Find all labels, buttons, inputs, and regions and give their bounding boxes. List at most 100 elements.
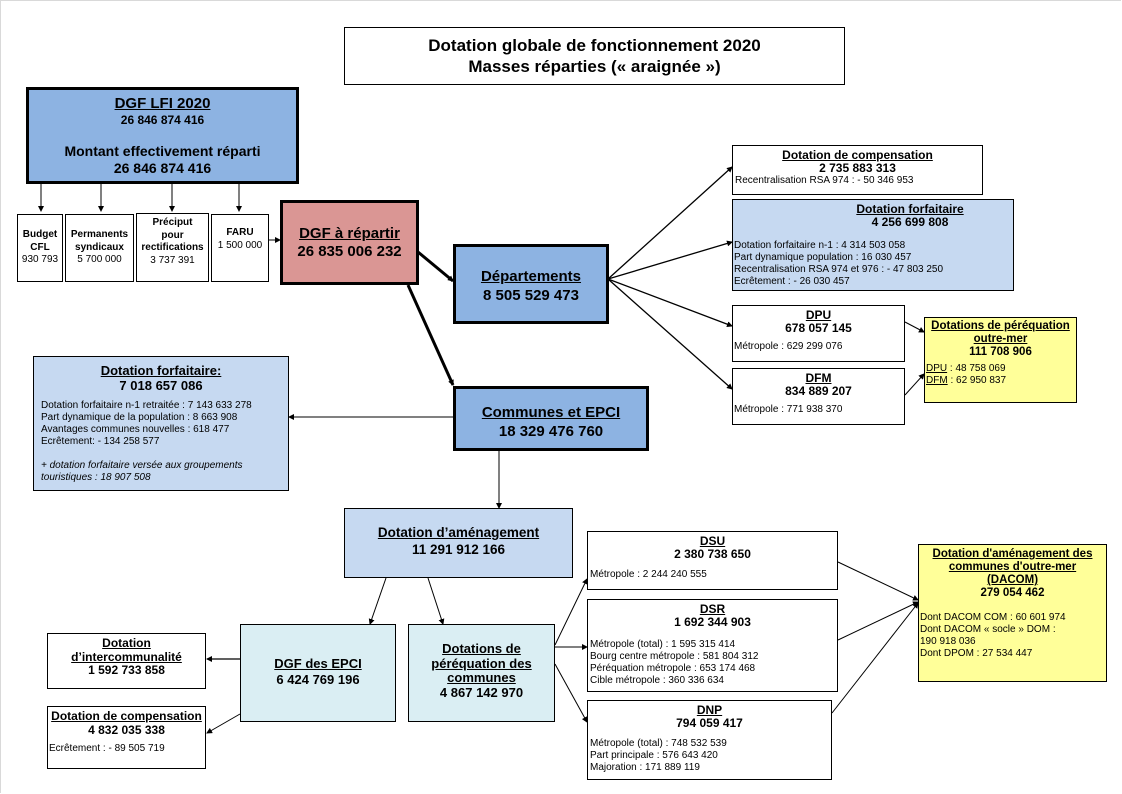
dacom-box: Dotation d'aménagement des communes d'ou… <box>918 544 1107 682</box>
title-box: Dotation globale de fonctionnement 2020 … <box>344 27 845 85</box>
arrow-dpu-outremer <box>904 321 925 333</box>
outremer-dpu-value: : 48 758 069 <box>947 363 1006 374</box>
arrow-amenagement-epci <box>368 577 387 625</box>
arrow-amenagement-perequation <box>427 577 445 625</box>
deduction-label: CFL <box>30 241 50 253</box>
outremer-amount: 111 708 906 <box>969 346 1032 358</box>
intercommunalite-heading-line1: Dotation <box>102 636 151 650</box>
dep-compensation-box: Dotation de compensation 2 735 883 313 R… <box>732 145 983 195</box>
dsu-box: DSU 2 380 738 650 Métropole : 2 244 240 … <box>587 531 838 590</box>
deduction-amount: 5 700 000 <box>77 254 122 265</box>
dpu-detail: Métropole : 629 299 076 <box>734 341 843 352</box>
deduction-amount: 1 500 000 <box>217 239 263 251</box>
arrow-dep-compensation <box>607 166 733 280</box>
com-forfaitaire-detail: Dotation forfaitaire n-1 retraitée : 7 1… <box>41 400 252 411</box>
outremer-dfm-label: DFM <box>926 375 948 386</box>
intercommunalite-amount: 1 592 733 858 <box>88 663 165 677</box>
deduction-label: syndicaux <box>75 241 124 253</box>
dep-forfaitaire-detail: Dotation forfaitaire n-1 : 4 314 503 058 <box>734 240 906 251</box>
intercommunalite-box: Dotation d’intercommunalité 1 592 733 85… <box>47 633 206 689</box>
com-forfaitaire-box: Dotation forfaitaire: 7 018 657 086 Dota… <box>33 356 289 491</box>
perequation-communes-box: Dotations de péréquation des communes 4 … <box>408 624 555 722</box>
dpu-box: DPU 678 057 145 Métropole : 629 299 076 <box>732 305 905 362</box>
dpu-amount: 678 057 145 <box>785 321 852 335</box>
com-forfaitaire-detail: Part dynamique de la population : 8 663 … <box>41 412 238 423</box>
deduction-label: Préciput <box>152 217 193 228</box>
arrow-perequation-dnp <box>554 663 588 723</box>
arrow-dsr-dacom <box>837 601 919 641</box>
dgf-epci-box: DGF des EPCI 6 424 769 196 <box>240 624 396 722</box>
epci-compensation-amount: 4 832 035 338 <box>88 723 165 737</box>
dacom-detail: Dont DACOM « socle » DOM : <box>920 624 1056 635</box>
dnp-heading: DNP <box>696 703 723 717</box>
dacom-detail: Dont DPOM : 27 534 447 <box>920 648 1033 659</box>
dgf-a-repartir-box: DGF à répartir 26 835 006 232 <box>280 200 419 285</box>
outremer-heading-line1: Dotations de péréquation <box>931 320 1070 332</box>
dgf-lfi-amount: 26 846 874 416 <box>120 113 205 127</box>
departements-heading: Départements <box>480 268 582 285</box>
dep-forfaitaire-detail: Recentralisation RSA 974 et 976 : - 47 8… <box>734 264 944 275</box>
deduction-budget-cfl: Budget CFL 930 793 <box>17 214 63 282</box>
com-forfaitaire-detail: Avantages communes nouvelles : 618 477 <box>41 424 230 435</box>
arrow-dfm-outremer <box>904 373 925 396</box>
dpu-heading: DPU <box>805 308 832 322</box>
arrow-dep-dpu <box>607 278 733 328</box>
dgf-lfi-box: DGF LFI 2020 26 846 874 416 Montant effe… <box>26 87 299 184</box>
dsr-detail: Bourg centre métropole : 581 804 312 <box>590 651 759 662</box>
amenagement-box: Dotation d’aménagement 11 291 912 166 <box>344 508 573 578</box>
deduction-label: rectifications <box>141 242 204 253</box>
departements-box: Départements 8 505 529 473 <box>453 244 609 324</box>
dnp-detail: Majoration : 171 889 119 <box>590 762 700 773</box>
perequation-outremer-box: Dotations de péréquation outre-mer 111 7… <box>924 317 1077 403</box>
dgf-a-repartir-heading: DGF à répartir <box>299 225 400 242</box>
title-line1: Dotation globale de fonctionnement 2020 <box>428 36 761 55</box>
dfm-box: DFM 834 889 207 Métropole : 771 938 370 <box>732 368 905 425</box>
epci-compensation-box: Dotation de compensation 4 832 035 338 E… <box>47 706 206 769</box>
arrow-dgf-communes <box>406 284 455 386</box>
dnp-amount: 794 059 417 <box>676 716 743 730</box>
dsr-amount: 1 692 344 903 <box>674 615 751 629</box>
com-forfaitaire-detail: Ecrêtement: - 134 258 577 <box>41 436 160 447</box>
dep-compensation-amount: 2 735 883 313 <box>819 161 896 175</box>
dacom-heading-line3: (DACOM) <box>986 574 1039 586</box>
dacom-detail: Dont DACOM COM : 60 601 974 <box>920 612 1066 623</box>
outremer-dpu-label: DPU <box>926 363 948 374</box>
dgf-a-repartir-amount: 26 835 006 232 <box>297 243 402 260</box>
dsr-detail: Cible métropole : 360 336 634 <box>590 675 724 686</box>
departements-amount: 8 505 529 473 <box>483 287 579 304</box>
dfm-detail: Métropole : 771 938 370 <box>734 404 843 415</box>
dsr-heading: DSR <box>699 602 726 616</box>
dep-forfaitaire-heading: Dotation forfaitaire <box>856 202 964 216</box>
outremer-dfm-line: DFM : 62 950 837 <box>926 375 1076 387</box>
com-forfaitaire-heading: Dotation forfaitaire: <box>100 363 222 378</box>
deduction-label: Permanents <box>70 229 129 240</box>
arrow-dep-forfaitaire <box>607 240 733 280</box>
dgf-lfi-heading: DGF LFI 2020 <box>114 95 211 112</box>
dnp-detail: Part principale : 576 643 420 <box>590 750 718 761</box>
arrow-dgf-departements <box>417 250 454 283</box>
communes-amount: 18 329 476 760 <box>498 423 604 440</box>
dsu-amount: 2 380 738 650 <box>674 547 751 561</box>
perequation-heading-line2: péréquation des <box>431 655 532 671</box>
dnp-box: DNP 794 059 417 Métropole (total) : 748 … <box>587 700 832 780</box>
com-forfaitaire-note: touristiques : 18 907 508 <box>41 472 151 483</box>
dnp-detail: Métropole (total) : 748 532 539 <box>590 738 727 749</box>
amenagement-amount: 11 291 912 166 <box>411 542 506 557</box>
arrow-dep-dfm <box>607 278 733 390</box>
dsu-heading: DSU <box>699 534 726 548</box>
dfm-heading: DFM <box>805 371 832 385</box>
perequation-heading-line1: Dotations de <box>442 641 521 656</box>
intercommunalite-heading-line2: d’intercommunalité <box>71 649 182 664</box>
epci-compensation-heading: Dotation de compensation <box>51 709 202 723</box>
deduction-faru: FARU 1 500 000 <box>211 214 269 282</box>
dep-forfaitaire-amount: 4 256 699 808 <box>871 215 949 229</box>
arrow-epci-compensation <box>206 713 241 734</box>
title-line2: Masses réparties (« araignée ») <box>468 57 721 76</box>
amenagement-heading: Dotation d’aménagement <box>377 525 540 540</box>
perequation-heading-line3: communes <box>447 670 516 685</box>
com-forfaitaire-amount: 7 018 657 086 <box>119 378 203 393</box>
dacom-amount: 279 054 462 <box>980 587 1045 599</box>
dacom-heading-line2: communes d'outre-mer <box>948 561 1077 573</box>
